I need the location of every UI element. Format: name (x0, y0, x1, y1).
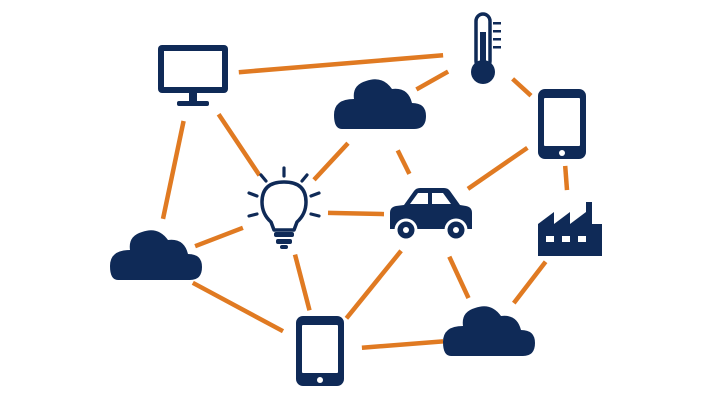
link-monitor-to-thermometer (238, 53, 444, 75)
cloud-icon (334, 79, 426, 129)
link-car-to-phone-bottom (344, 249, 403, 320)
link-cloud-top-to-lightbulb (312, 141, 350, 182)
cloud-icon (110, 230, 202, 280)
link-lightbulb-to-cloud-left (194, 225, 244, 249)
thermometer-icon (471, 12, 501, 84)
link-factory-to-cloud-bottom-right (512, 260, 548, 305)
connection-links (160, 53, 570, 350)
link-phone-bottom-to-cloud-bottom-right (361, 339, 444, 350)
link-monitor-to-lightbulb (216, 112, 262, 177)
link-monitor-to-cloud-left (160, 120, 186, 220)
factory-icon (538, 202, 602, 256)
link-phone-right-to-factory (562, 165, 570, 191)
desktop-monitor-icon (158, 45, 228, 106)
lightbulb-icon (247, 166, 321, 249)
link-cloud-top-to-car (395, 149, 412, 175)
link-phone-right-to-car (466, 145, 529, 191)
smartphone-icon (296, 316, 344, 386)
smartphone-icon (538, 89, 586, 159)
link-thermometer-to-phone-right (511, 77, 533, 98)
car-icon (390, 188, 472, 242)
cloud-icon (443, 306, 535, 356)
link-car-to-cloud-bottom-right (447, 255, 471, 300)
link-cloud-left-to-phone-bottom (191, 280, 285, 334)
link-thermometer-to-cloud-top (415, 69, 450, 92)
link-lightbulb-to-car (327, 210, 385, 217)
link-lightbulb-to-phone-bottom (292, 254, 312, 311)
device-nodes (110, 12, 602, 386)
